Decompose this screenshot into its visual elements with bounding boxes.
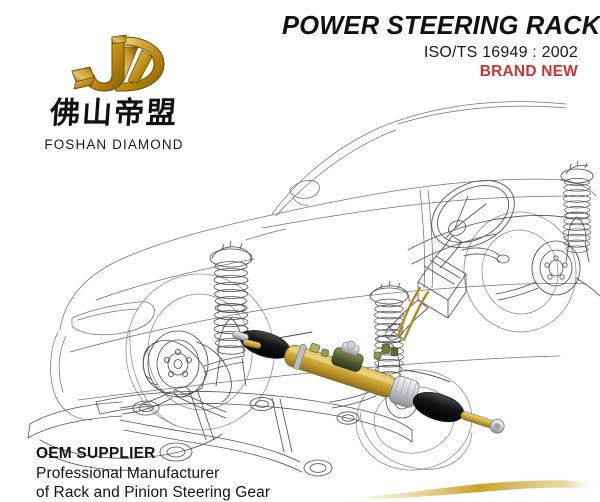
jd-monogram-icon xyxy=(71,34,165,92)
footer-line-2: Professional Manufacturer xyxy=(36,465,220,482)
footer-line-3: of Rack and Pinion Steering Gear xyxy=(36,484,271,501)
footer-text-block: OEM SUPPLIER Professional Manufacturer o… xyxy=(36,445,270,502)
company-logo: 佛山帝盟 FOSHAN DIAMOND xyxy=(24,33,204,158)
logo-english-name: FOSHAN DIAMOND xyxy=(44,137,184,152)
power-steering-rack-part xyxy=(232,286,505,434)
footer-oem-supplier: OEM SUPPLIER xyxy=(36,445,156,462)
certification-text: ISO/TS 16949 : 2002 xyxy=(423,44,578,61)
gold-swoosh-decoration xyxy=(330,480,600,500)
logo-chinese-name: 佛山帝盟 xyxy=(48,96,180,131)
brand-new-badge: BRAND NEW xyxy=(479,63,578,80)
page-title: POWER STEERING RACK xyxy=(282,12,600,40)
